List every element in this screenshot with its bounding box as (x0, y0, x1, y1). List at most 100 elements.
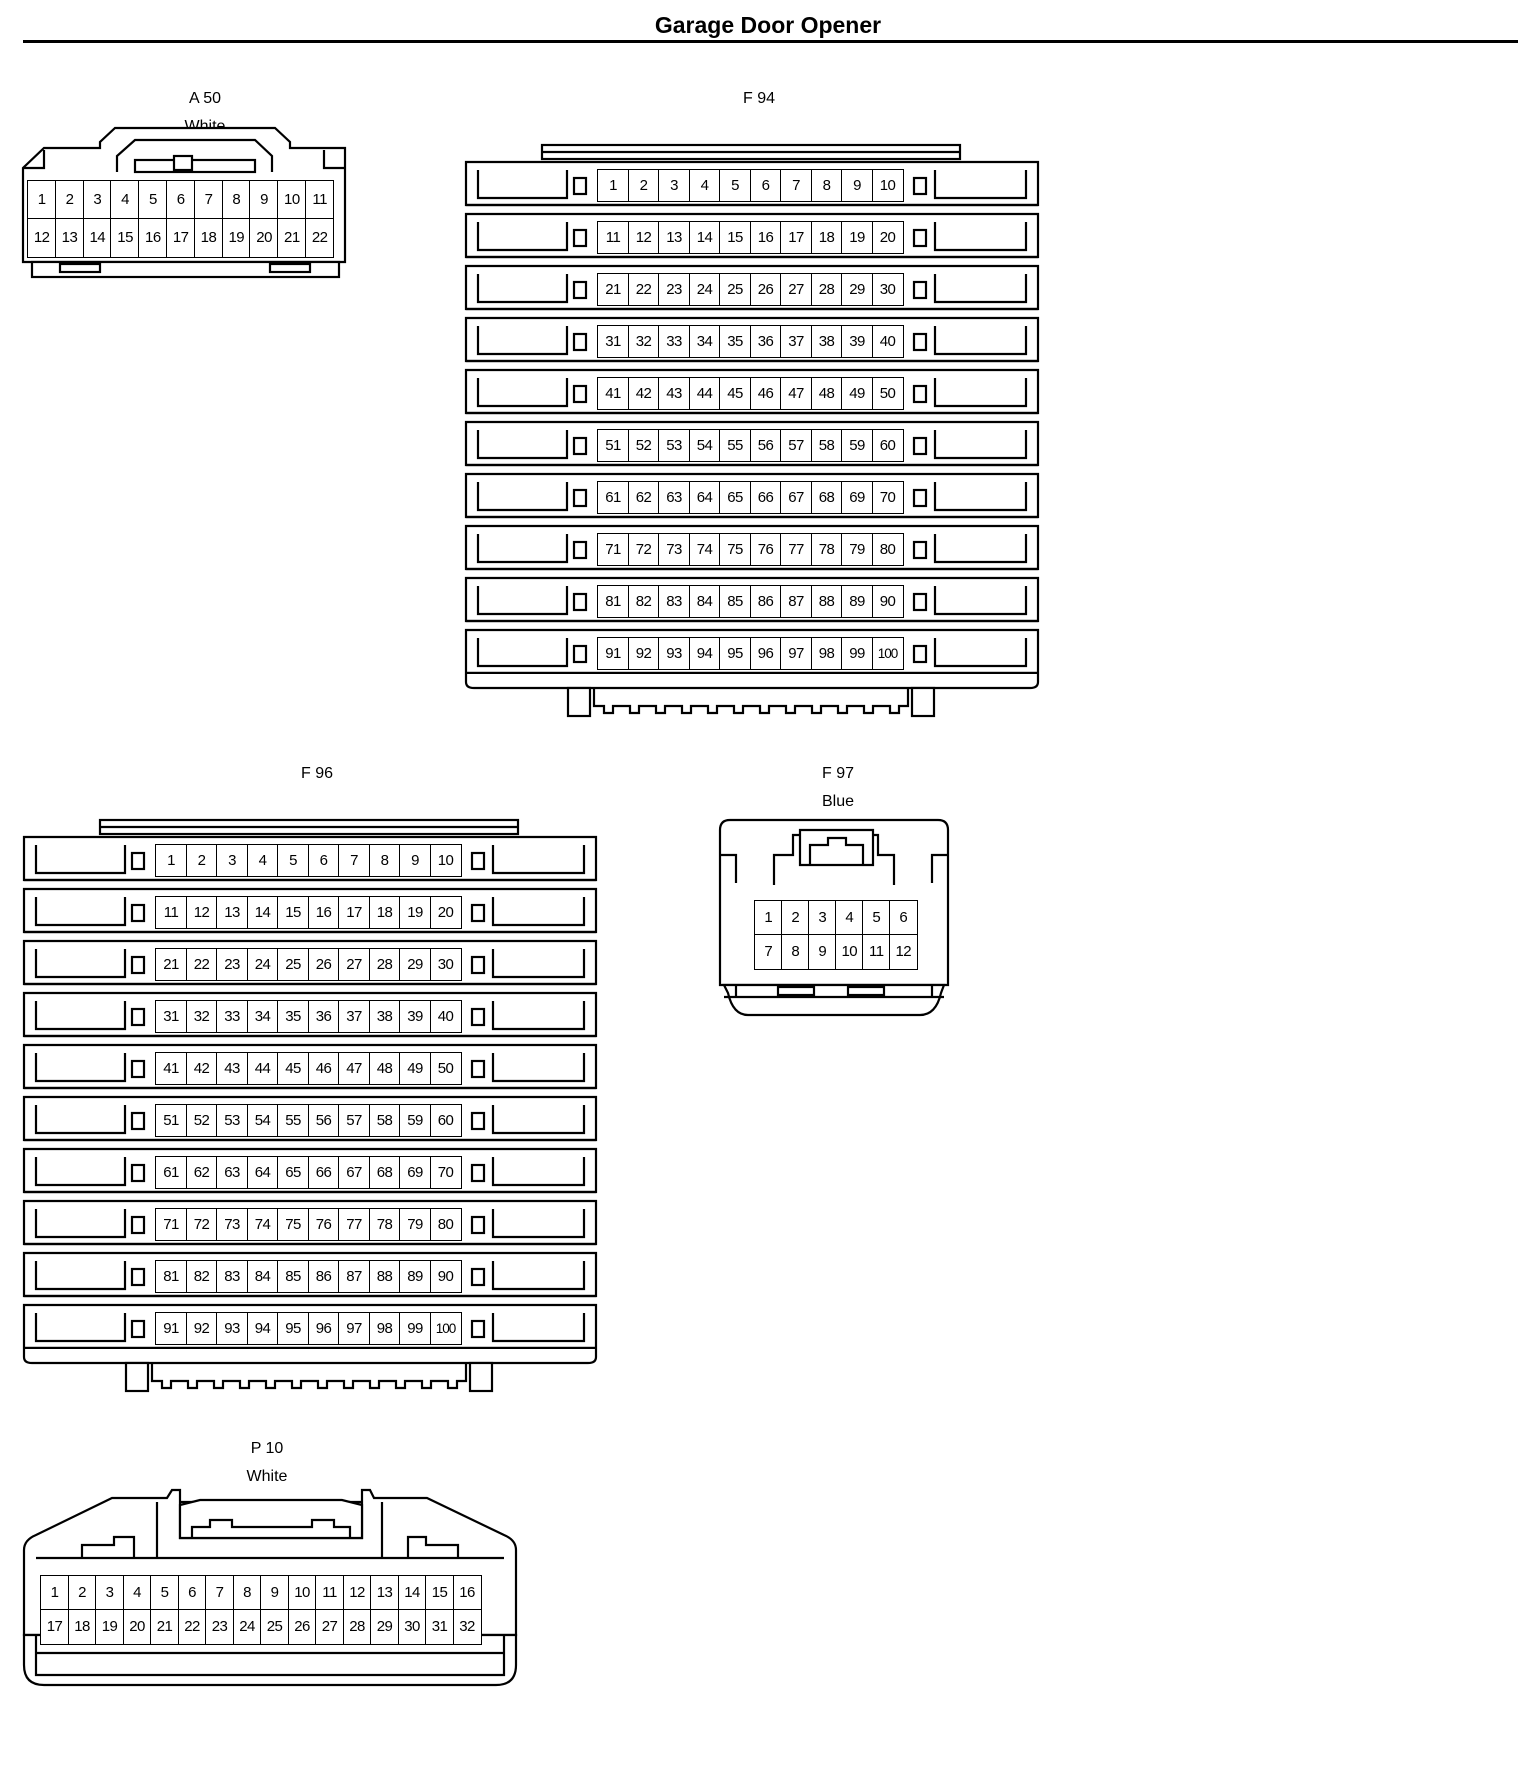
pin-22: 22 (305, 218, 335, 258)
pin-14: 14 (397, 1575, 427, 1611)
pin-10: 10 (277, 180, 307, 220)
pin-29: 29 (399, 948, 432, 981)
pin-85: 85 (719, 585, 752, 618)
pin-71: 71 (155, 1208, 188, 1241)
pin-89: 89 (399, 1260, 432, 1293)
pin-17: 17 (166, 218, 196, 258)
pin-84: 84 (688, 585, 721, 618)
pin-38: 38 (810, 325, 843, 358)
pin-8: 8 (232, 1575, 262, 1611)
pin-29: 29 (841, 273, 874, 306)
pin-9: 9 (841, 169, 874, 202)
pin-23: 23 (205, 1609, 235, 1645)
pin-97: 97 (780, 637, 813, 670)
pin-25: 25 (277, 948, 310, 981)
pin-9: 9 (808, 934, 837, 970)
pin-96: 96 (749, 637, 782, 670)
pin-56: 56 (749, 429, 782, 462)
pin-39: 39 (841, 325, 874, 358)
pin-93: 93 (658, 637, 691, 670)
pin-32: 32 (452, 1609, 482, 1645)
pin-86: 86 (307, 1260, 340, 1293)
pin-72: 72 (185, 1208, 218, 1241)
pin-99: 99 (841, 637, 874, 670)
pin-13: 13 (54, 218, 85, 258)
pin-69: 69 (399, 1156, 432, 1189)
pin-74: 74 (688, 533, 721, 566)
pin-25: 25 (719, 273, 752, 306)
title-divider (23, 40, 1518, 43)
pin-10: 10 (871, 169, 904, 202)
pin-8: 8 (810, 169, 843, 202)
pin-1: 1 (155, 844, 188, 877)
pin-72: 72 (627, 533, 660, 566)
pin-52: 52 (627, 429, 660, 462)
pin-63: 63 (658, 481, 691, 514)
pin-70: 70 (871, 481, 904, 514)
pin-46: 46 (749, 377, 782, 410)
pin-62: 62 (627, 481, 660, 514)
pin-5: 5 (150, 1575, 180, 1611)
pin-60: 60 (429, 1104, 462, 1137)
pin-48: 48 (368, 1052, 401, 1085)
pin-26: 26 (307, 948, 340, 981)
pin-65: 65 (277, 1156, 310, 1189)
pin-14: 14 (82, 218, 112, 258)
pin-52: 52 (185, 1104, 218, 1137)
pin-5: 5 (862, 900, 891, 936)
pin-9: 9 (249, 180, 279, 220)
pin-70: 70 (429, 1156, 462, 1189)
pin-77: 77 (780, 533, 813, 566)
pin-1: 1 (597, 169, 630, 202)
pin-87: 87 (338, 1260, 371, 1293)
pin-11: 11 (315, 1575, 345, 1611)
pin-8: 8 (221, 180, 251, 220)
pin-64: 64 (246, 1156, 279, 1189)
pin-80: 80 (429, 1208, 462, 1241)
pin-38: 38 (368, 1000, 401, 1033)
pin-12: 12 (185, 896, 218, 929)
pin-95: 95 (277, 1312, 310, 1345)
pin-76: 76 (307, 1208, 340, 1241)
pin-94: 94 (246, 1312, 279, 1345)
pin-12: 12 (27, 218, 57, 258)
pin-18: 18 (67, 1609, 97, 1645)
pin-22: 22 (185, 948, 218, 981)
pin-36: 36 (307, 1000, 340, 1033)
pin-15: 15 (277, 896, 310, 929)
pin-12: 12 (342, 1575, 372, 1611)
pin-37: 37 (780, 325, 813, 358)
pin-85: 85 (277, 1260, 310, 1293)
pin-25: 25 (260, 1609, 290, 1645)
pin-68: 68 (810, 481, 843, 514)
pin-66: 66 (749, 481, 782, 514)
pin-71: 71 (597, 533, 630, 566)
pin-9: 9 (260, 1575, 290, 1611)
pin-6: 6 (307, 844, 340, 877)
pin-100: 100 (429, 1312, 462, 1345)
pin-86: 86 (749, 585, 782, 618)
pin-42: 42 (627, 377, 660, 410)
pin-87: 87 (780, 585, 813, 618)
pin-7: 7 (205, 1575, 235, 1611)
pin-91: 91 (597, 637, 630, 670)
pin-20: 20 (871, 221, 904, 254)
pin-61: 61 (155, 1156, 188, 1189)
pin-21: 21 (277, 218, 307, 258)
pin-4: 4 (246, 844, 279, 877)
pin-23: 23 (658, 273, 691, 306)
pin-40: 40 (429, 1000, 462, 1033)
pin-74: 74 (246, 1208, 279, 1241)
pin-13: 13 (216, 896, 249, 929)
pin-88: 88 (368, 1260, 401, 1293)
pin-89: 89 (841, 585, 874, 618)
connector-id: F 94 (742, 90, 775, 107)
pin-21: 21 (150, 1609, 180, 1645)
pin-83: 83 (658, 585, 691, 618)
pin-50: 50 (871, 377, 904, 410)
pin-18: 18 (193, 218, 224, 258)
pin-96: 96 (307, 1312, 340, 1345)
pin-2: 2 (67, 1575, 97, 1611)
